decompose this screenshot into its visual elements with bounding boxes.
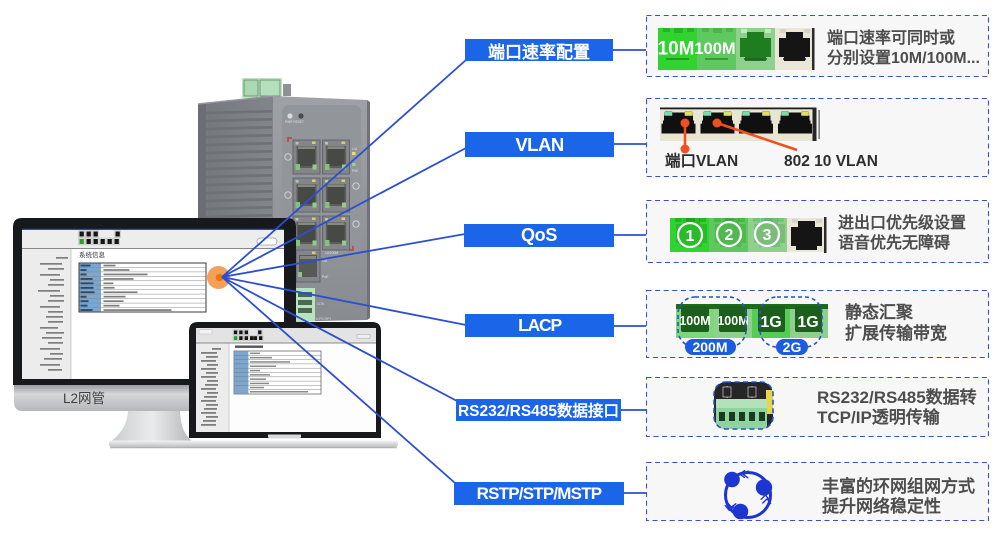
svg-text:PoE: PoE [322, 275, 329, 279]
svg-text:200M: 200M [692, 339, 727, 355]
svg-text:CON: CON [317, 302, 325, 306]
svg-text:100M: 100M [679, 314, 710, 328]
svg-text:PoE: PoE [352, 169, 359, 173]
svg-text:2: 2 [725, 227, 734, 244]
svg-text:PWR RESET: PWR RESET [285, 120, 304, 124]
svg-text:b-PS RPT: b-PS RPT [316, 317, 331, 321]
svg-text:100M: 100M [694, 40, 735, 58]
svg-text:3: 3 [763, 227, 772, 244]
svg-text:L/A: L/A [352, 147, 358, 151]
svg-text:2G: 2G [783, 339, 802, 355]
svg-text:系统信息: 系统信息 [79, 250, 106, 259]
svg-text:L2网管: L2网管 [63, 391, 105, 406]
svg-text:1G: 1G [797, 314, 818, 331]
svg-text:L/A: L/A [322, 259, 328, 263]
svg-text:1G: 1G [760, 314, 781, 331]
svg-text:1: 1 [686, 228, 695, 245]
svg-text:10M: 10M [658, 39, 695, 60]
svg-text:100M: 100M [717, 314, 748, 328]
svg-text:10/100M: 10/100M [325, 251, 338, 255]
